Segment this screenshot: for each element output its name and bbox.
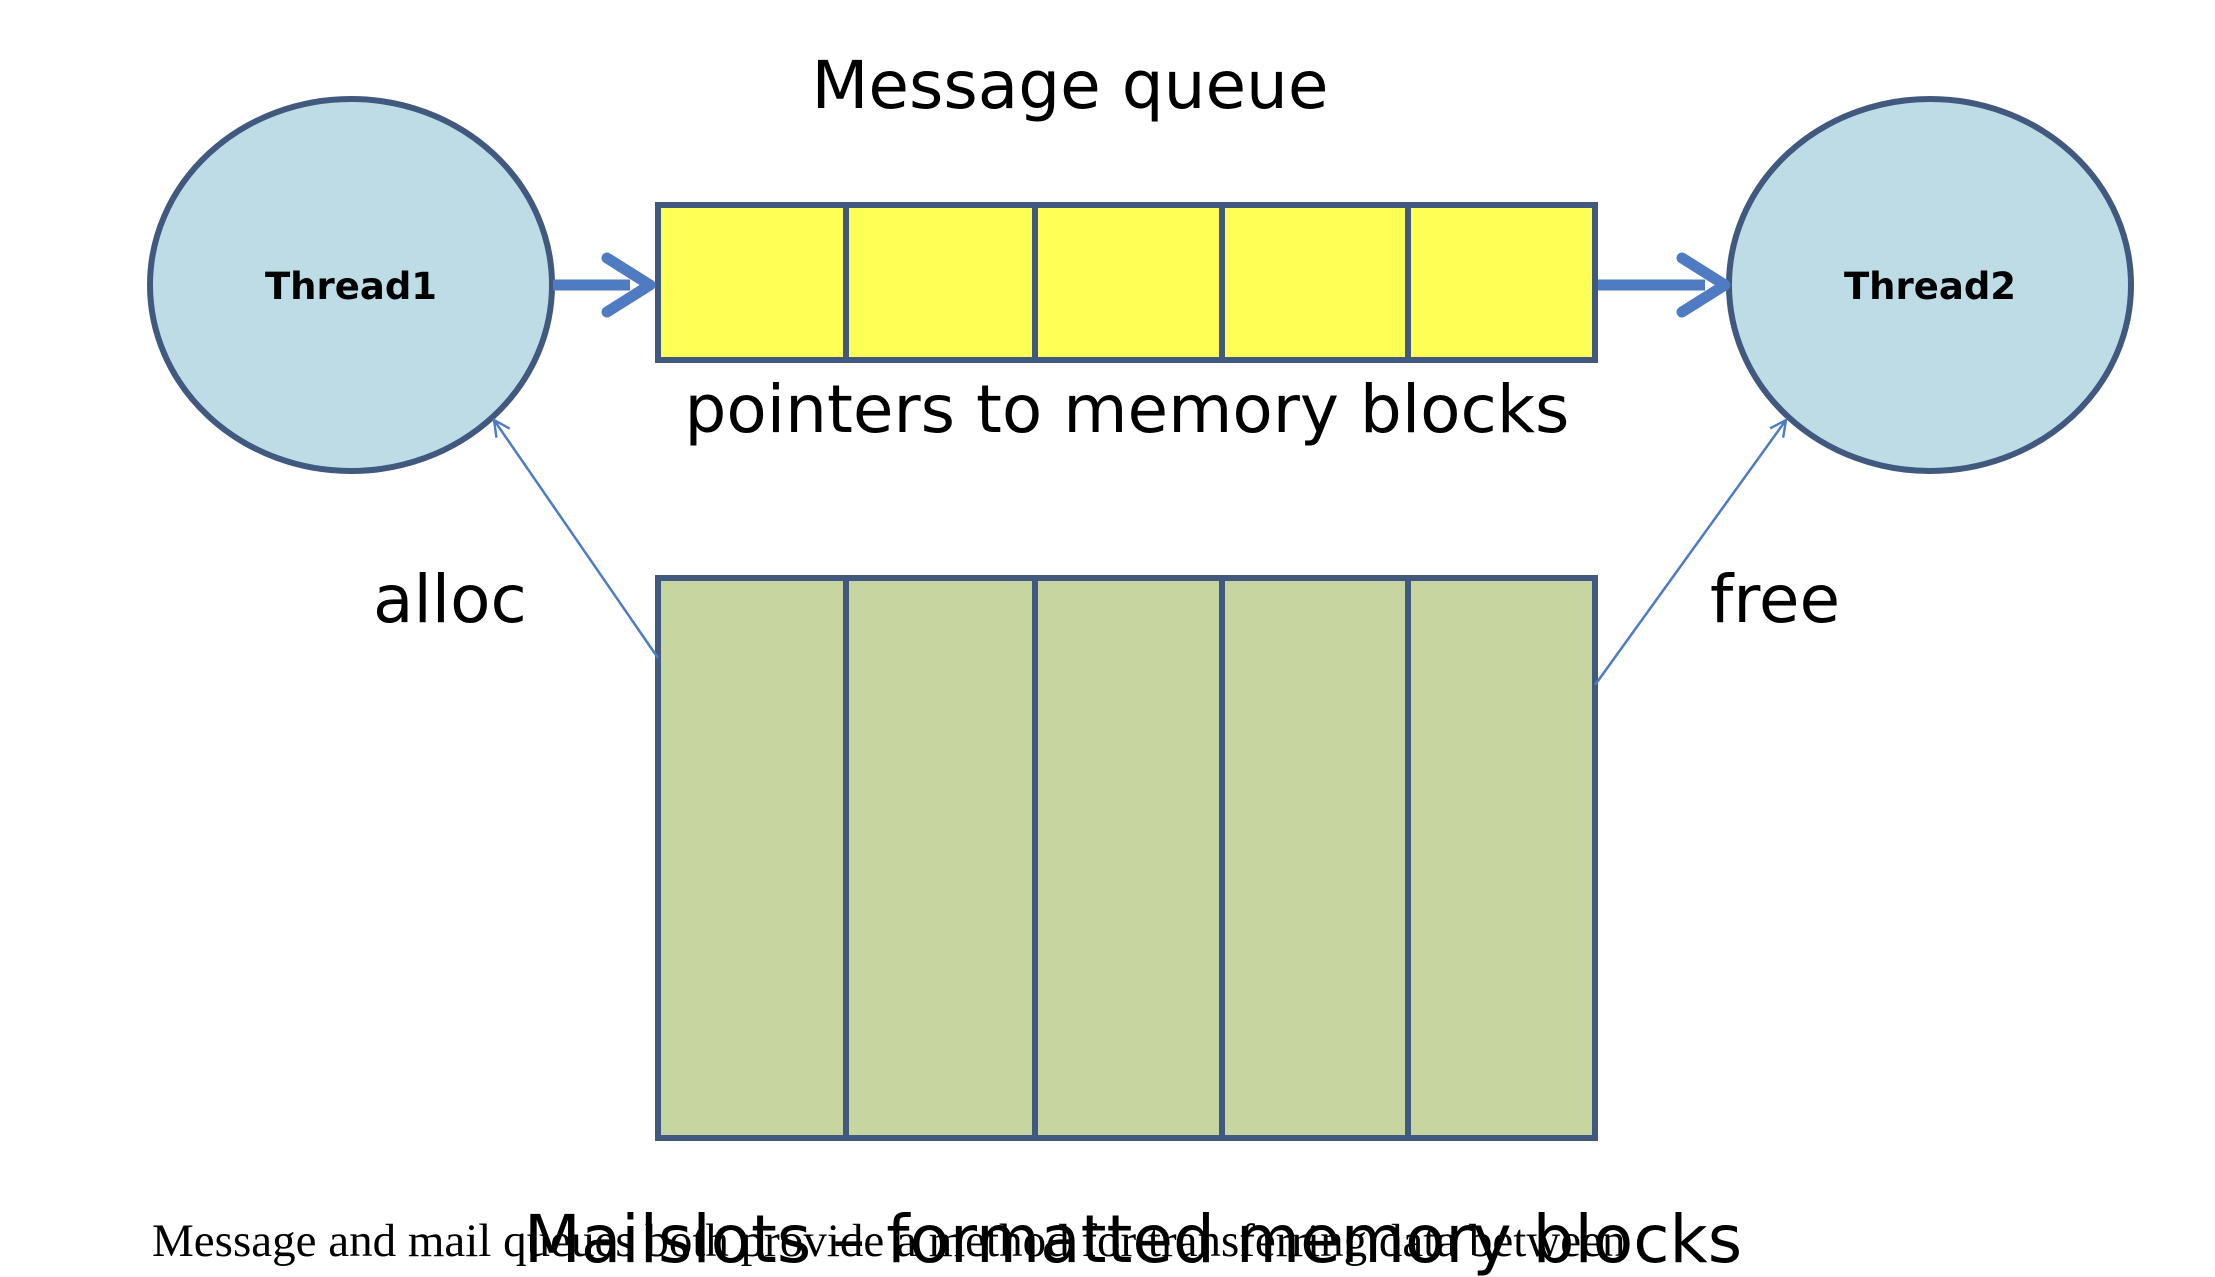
thread1-to-queue-arrow	[553, 252, 656, 318]
thread1-node: Thread1	[147, 96, 555, 474]
diagram-title: Message queue	[811, 47, 1328, 124]
thread1-circle	[147, 96, 555, 474]
free-label: free	[1710, 561, 1840, 638]
message-queue-frame	[655, 202, 1598, 363]
thread2-label: Thread2	[1844, 265, 2016, 308]
alloc-arrow	[494, 420, 660, 659]
thread2-node: Thread2	[1726, 96, 2134, 474]
message-queue	[655, 202, 1598, 363]
caption-text: Message and mail queues both provide a m…	[152, 1215, 1626, 1267]
mailslots-label: Mailslots – formatted memory blocks	[524, 1201, 1742, 1277]
queue-label: pointers to memory blocks	[685, 371, 1570, 448]
alloc-label: alloc	[373, 561, 527, 638]
free-arrow	[1593, 420, 1786, 686]
thread1-label: Thread1	[265, 265, 437, 308]
queue-to-thread2-arrow	[1598, 252, 1731, 318]
mailslots-frame	[655, 575, 1598, 1141]
mailslots	[655, 575, 1598, 1141]
